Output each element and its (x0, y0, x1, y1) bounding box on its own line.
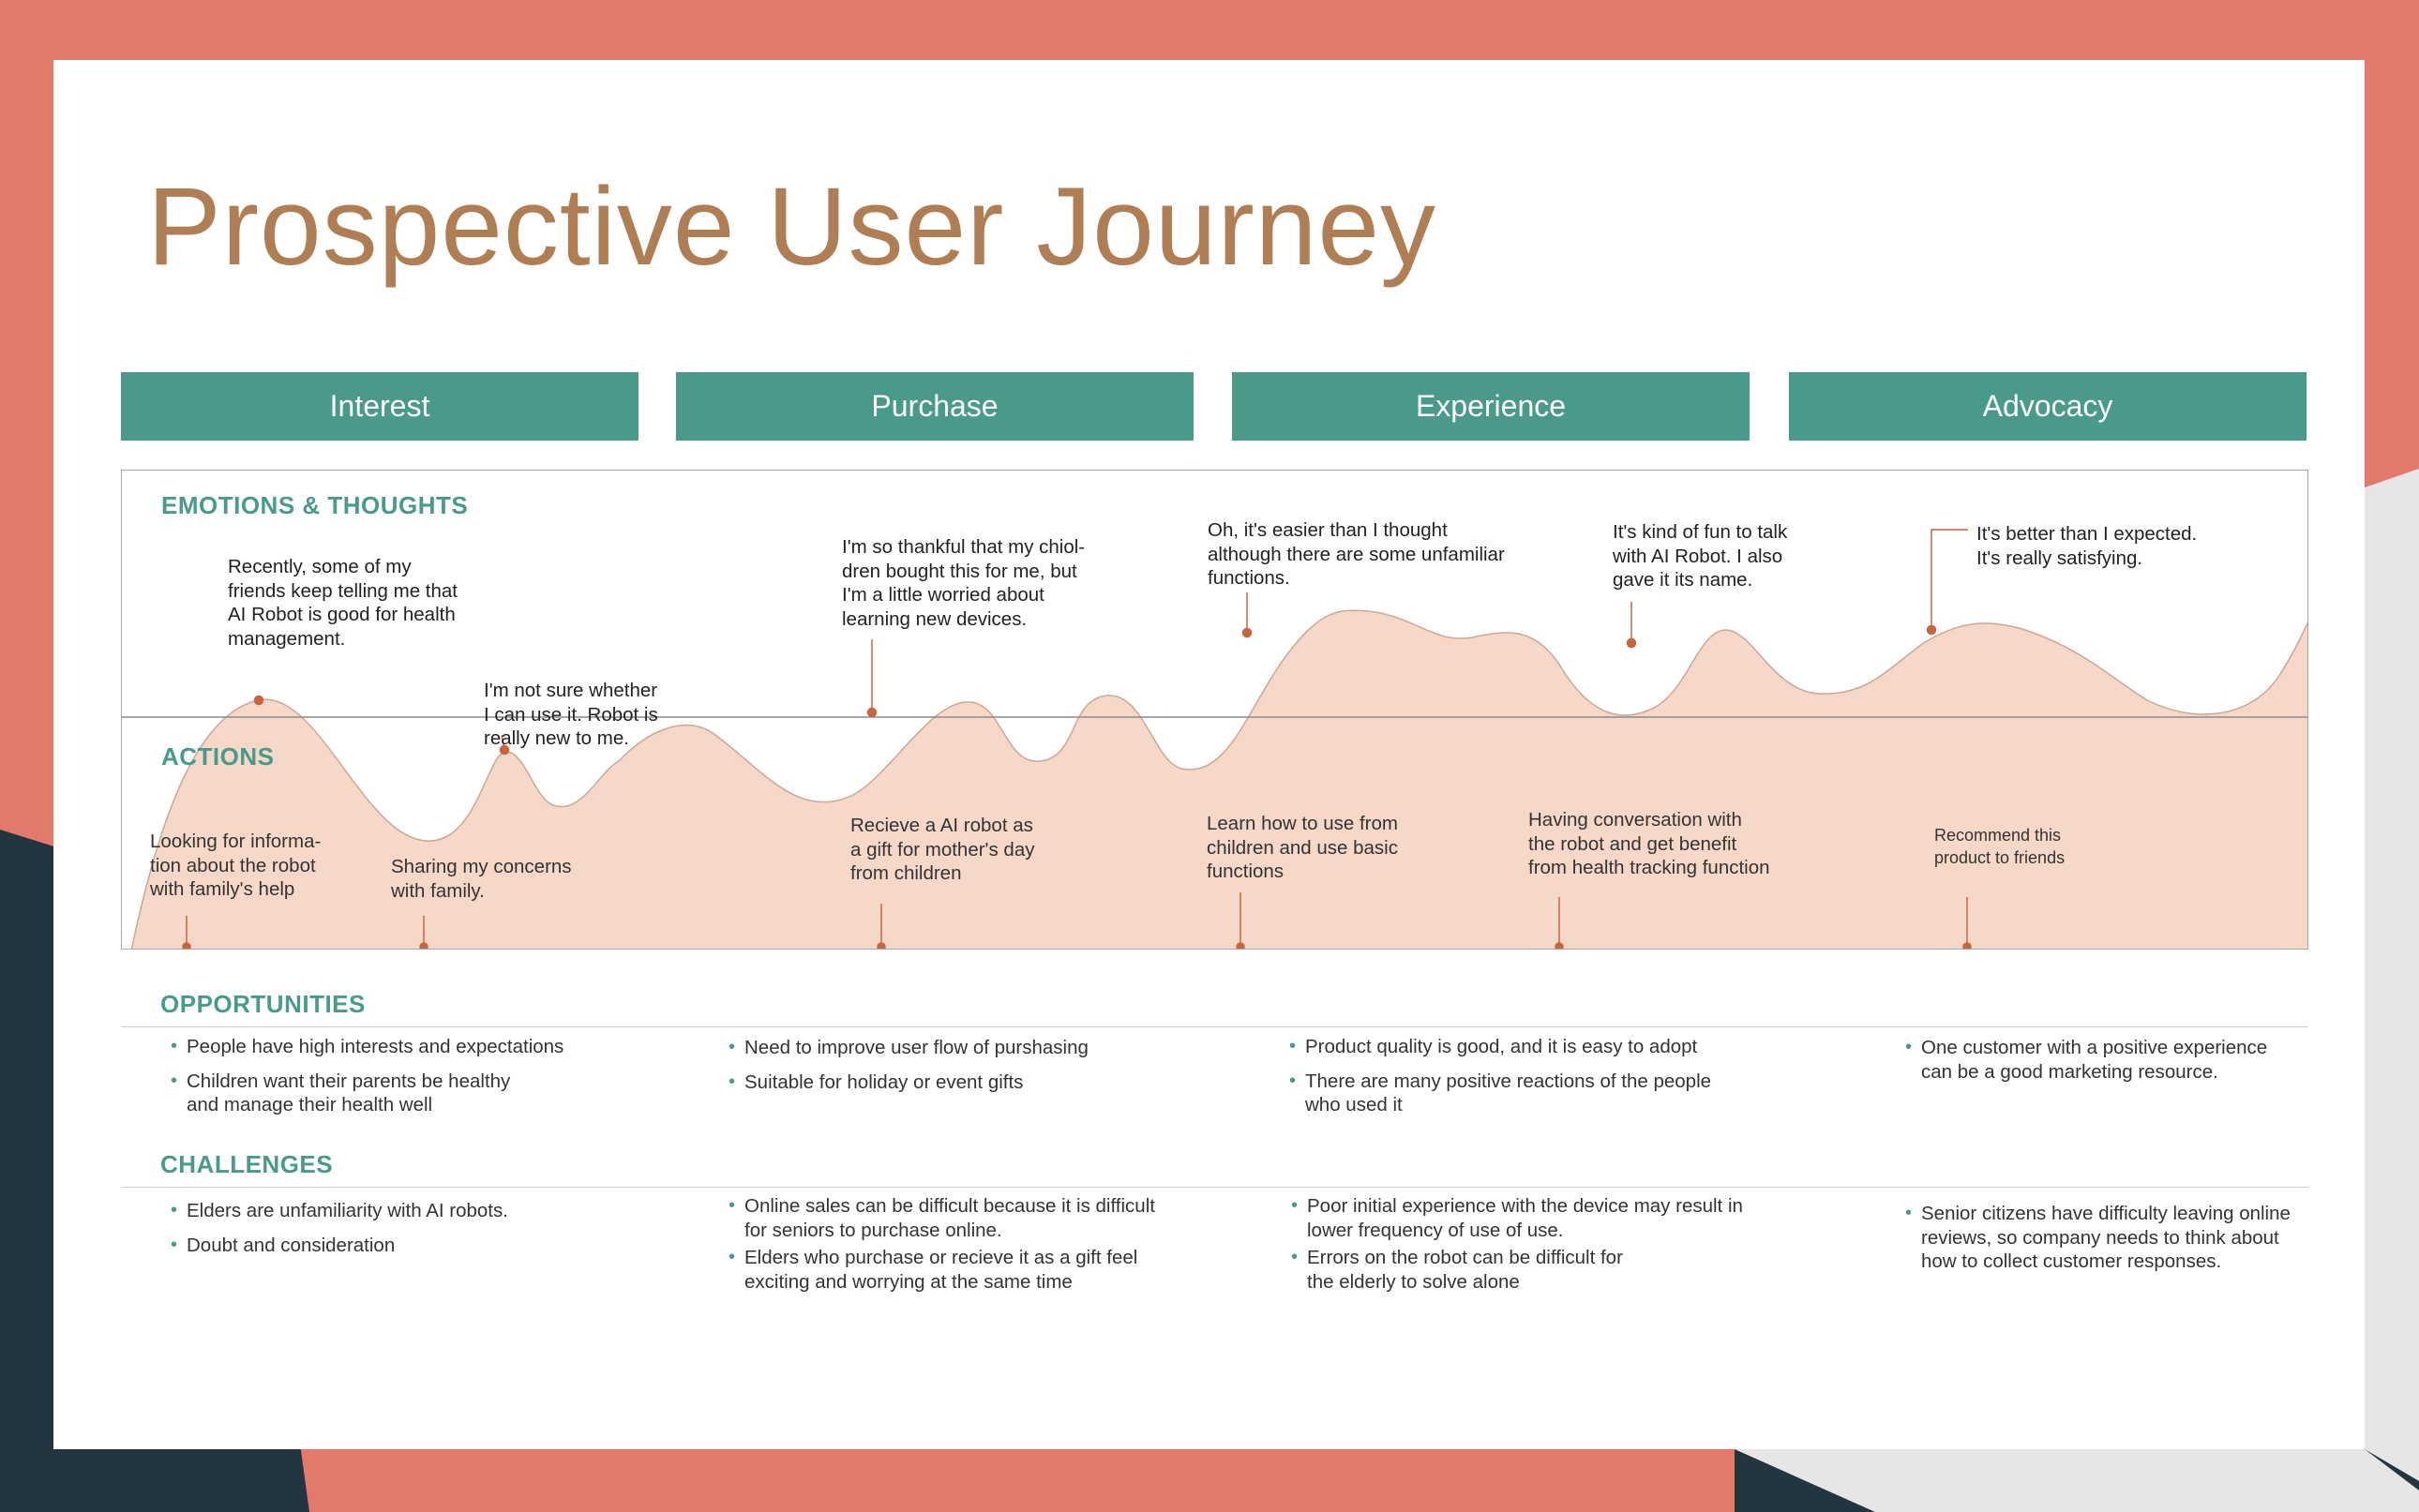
challenges-experience: Poor initial experience with the device … (1291, 1194, 1816, 1304)
opportunity-item: Children want their parents be healthy a… (171, 1070, 677, 1117)
thought-marker-2 (499, 744, 510, 756)
challenge-item: Elders who purchase or recieve it as a g… (729, 1246, 1254, 1294)
challenges-advocacy: Senior citizens have difficulty leaving … (1905, 1202, 2318, 1284)
page-title: Prospective User Journey (147, 165, 1437, 289)
challenge-item: Senior citizens have difficulty leaving … (1905, 1202, 2318, 1274)
challenge-item: Online sales can be difficult because it… (729, 1194, 1254, 1242)
challenges-interest: Elders are unfamiliarity with AI robots.… (171, 1199, 677, 1267)
thought-marker-4 (1241, 627, 1253, 638)
challenges-purchase: Online sales can be difficult because it… (729, 1194, 1254, 1304)
stage-header-experience: Experience (1232, 372, 1750, 441)
emotion-actions-panel: EMOTIONS & THOUGHTS ACTIONS Recently, so… (121, 470, 2308, 950)
challenge-item: Elders are unfamiliarity with AI robots. (171, 1199, 677, 1223)
challenges-divider (121, 1187, 2308, 1188)
thought-leader-6 (1931, 529, 1968, 630)
opportunities-interest: People have high interests and expectati… (171, 1035, 677, 1128)
section-label-emotions: EMOTIONS & THOUGHTS (161, 491, 469, 519)
thought-marker-1 (253, 695, 264, 706)
opportunity-item: There are many positive reactions of the… (1289, 1070, 1795, 1117)
opportunities-purchase: Need to improve user flow of purshasing … (729, 1036, 1235, 1104)
stage-header-purchase: Purchase (676, 372, 1194, 441)
thought-markers (253, 529, 1968, 756)
challenge-item: Doubt and consideration (171, 1234, 677, 1258)
opportunity-item: People have high interests and expectati… (171, 1035, 677, 1059)
action-note-1: Looking for informa-tion about the robot… (150, 831, 322, 900)
opportunities-advocacy: One customer with a positive experience … (1905, 1036, 2318, 1094)
action-marker-1 (182, 942, 191, 949)
action-marker-5 (1555, 942, 1564, 949)
section-label-actions: ACTIONS (161, 742, 275, 771)
emotion-curve-chart (122, 529, 2307, 949)
stage-header-advocacy: Advocacy (1789, 372, 2306, 441)
thought-note-6: It's better than I expected.It's really … (1976, 523, 2198, 569)
action-marker-3 (877, 942, 886, 949)
action-marker-4 (1236, 942, 1245, 949)
thought-marker-5 (1626, 637, 1637, 649)
thought-marker-6 (1926, 624, 1937, 636)
thought-marker-3 (866, 707, 878, 718)
challenge-item: Errors on the robot can be difficult for… (1291, 1246, 1816, 1294)
opportunity-item: Product quality is good, and it is easy … (1289, 1035, 1795, 1059)
opportunities-divider (121, 1026, 2308, 1027)
opportunity-item: Suitable for holiday or event gifts (729, 1070, 1235, 1095)
opportunity-item: Need to improve user flow of purshasing (729, 1036, 1235, 1060)
opportunity-item: One customer with a positive experience … (1905, 1036, 2318, 1084)
action-markers (182, 892, 1972, 949)
section-label-opportunities: OPPORTUNITIES (160, 990, 366, 1018)
stage-header-interest: Interest (121, 372, 639, 441)
opportunities-experience: Product quality is good, and it is easy … (1289, 1035, 1795, 1128)
challenge-item: Poor initial experience with the device … (1291, 1194, 1816, 1242)
action-marker-2 (419, 942, 428, 949)
thought-note-3: I'm so thankful that my chiol-dren bough… (842, 536, 1086, 630)
section-label-challenges: CHALLENGES (160, 1150, 334, 1178)
action-marker-6 (1962, 942, 1972, 949)
journey-map-sheet: Prospective User Journey Interest Purcha… (53, 60, 2365, 1449)
